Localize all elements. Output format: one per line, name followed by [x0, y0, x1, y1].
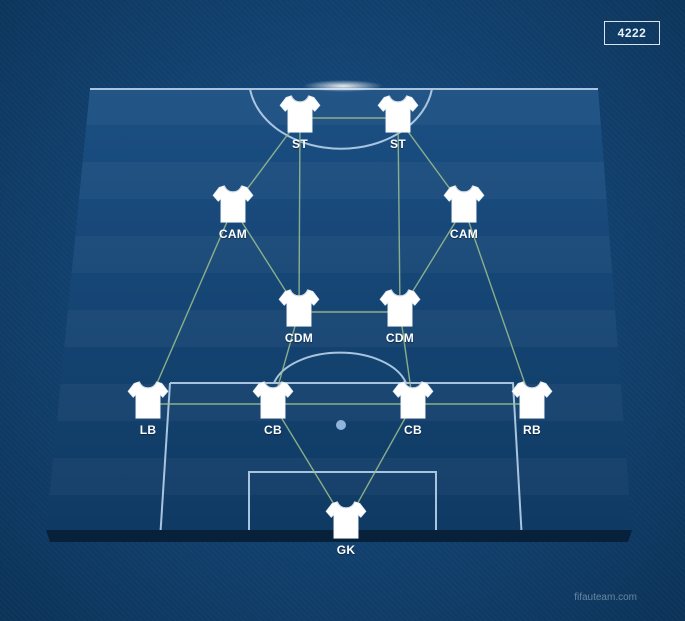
player-rb[interactable]: RB — [502, 380, 562, 437]
position-label: GK — [336, 543, 356, 557]
position-label: LB — [139, 423, 157, 437]
pitch-stripe — [40, 88, 640, 125]
watermark: fifauteam.com — [574, 592, 637, 603]
player-st-left[interactable]: ST — [270, 94, 330, 151]
player-cam-right[interactable]: CAM — [434, 184, 494, 241]
pitch-stripe — [40, 162, 640, 199]
shirt-icon — [379, 289, 421, 327]
formation-badge[interactable]: 4222 — [604, 21, 660, 45]
pitch-stripe — [40, 310, 640, 347]
shirt-icon — [278, 289, 320, 327]
position-label: CDM — [284, 331, 314, 345]
position-label: CDM — [385, 331, 415, 345]
shirt-icon — [212, 185, 254, 223]
shirt-icon — [377, 95, 419, 133]
position-label: CAM — [218, 227, 248, 241]
link-line-st_left-cdm_left — [298, 117, 301, 313]
player-gk[interactable]: GK — [316, 500, 376, 557]
link-line-cam_left-lb — [147, 207, 234, 405]
shirt-icon — [325, 501, 367, 539]
shirt-icon — [392, 381, 434, 419]
shirt-icon — [279, 95, 321, 133]
shirt-icon — [252, 381, 294, 419]
shirt-icon — [511, 381, 553, 419]
pitch-stripe — [40, 236, 640, 273]
link-line-st_right-cdm_right — [397, 117, 401, 313]
player-st-right[interactable]: ST — [368, 94, 428, 151]
position-label: CB — [404, 423, 422, 437]
shirt-icon — [127, 381, 169, 419]
position-label: CB — [264, 423, 282, 437]
position-label: ST — [292, 137, 308, 151]
penalty-spot — [336, 420, 346, 430]
player-cdm-left[interactable]: CDM — [269, 288, 329, 345]
player-cb-left[interactable]: CB — [243, 380, 303, 437]
position-label: RB — [523, 423, 541, 437]
player-cdm-right[interactable]: CDM — [370, 288, 430, 345]
top-light-glow — [303, 80, 383, 92]
position-label: CAM — [449, 227, 479, 241]
player-cb-right[interactable]: CB — [383, 380, 443, 437]
link-line-cam_right-rb — [463, 207, 533, 405]
pitch-surface — [46, 88, 632, 530]
player-lb[interactable]: LB — [118, 380, 178, 437]
shirt-icon — [443, 185, 485, 223]
player-cam-left[interactable]: CAM — [203, 184, 263, 241]
position-label: ST — [390, 137, 406, 151]
pitch-stripe — [40, 458, 640, 495]
